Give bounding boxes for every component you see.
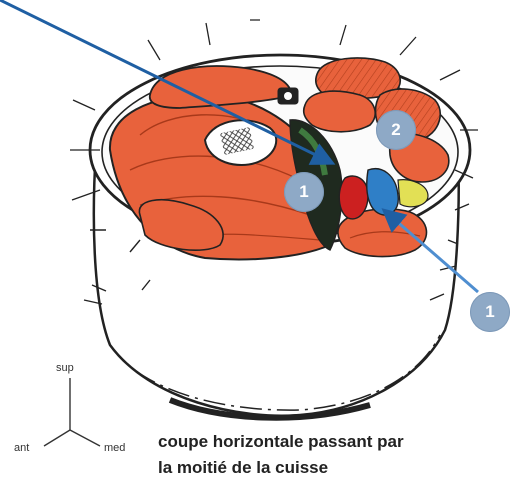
orientation-axes (43, 378, 101, 447)
caption-line-1: coupe horizontale passant par (158, 432, 404, 451)
marker-badge-1-upper: 1 (284, 172, 324, 212)
caption-line-2: la moitié de la cuisse (158, 458, 329, 477)
marker-label: 2 (391, 120, 401, 139)
marker-label: 1 (485, 302, 495, 321)
pointer-line-1 (0, 0, 336, 165)
marker-badge-2: 2 (376, 110, 416, 150)
pointer-lines (0, 0, 479, 294)
femoral-artery (338, 175, 369, 220)
axis-label-sup: sup (56, 362, 74, 374)
saphenous-nerve (397, 179, 429, 208)
marker-label: 1 (299, 182, 309, 201)
axis-label-med: med (104, 442, 126, 454)
sartorius-muscle (138, 199, 224, 251)
muscle-groups (108, 57, 450, 261)
pointer-line-2 (381, 208, 479, 294)
sketch-lines (70, 19, 478, 201)
axis-label-ant: ant (14, 442, 30, 454)
posterior-muscle-3 (302, 90, 376, 133)
marker-badge-1-lower: 1 (470, 292, 510, 332)
